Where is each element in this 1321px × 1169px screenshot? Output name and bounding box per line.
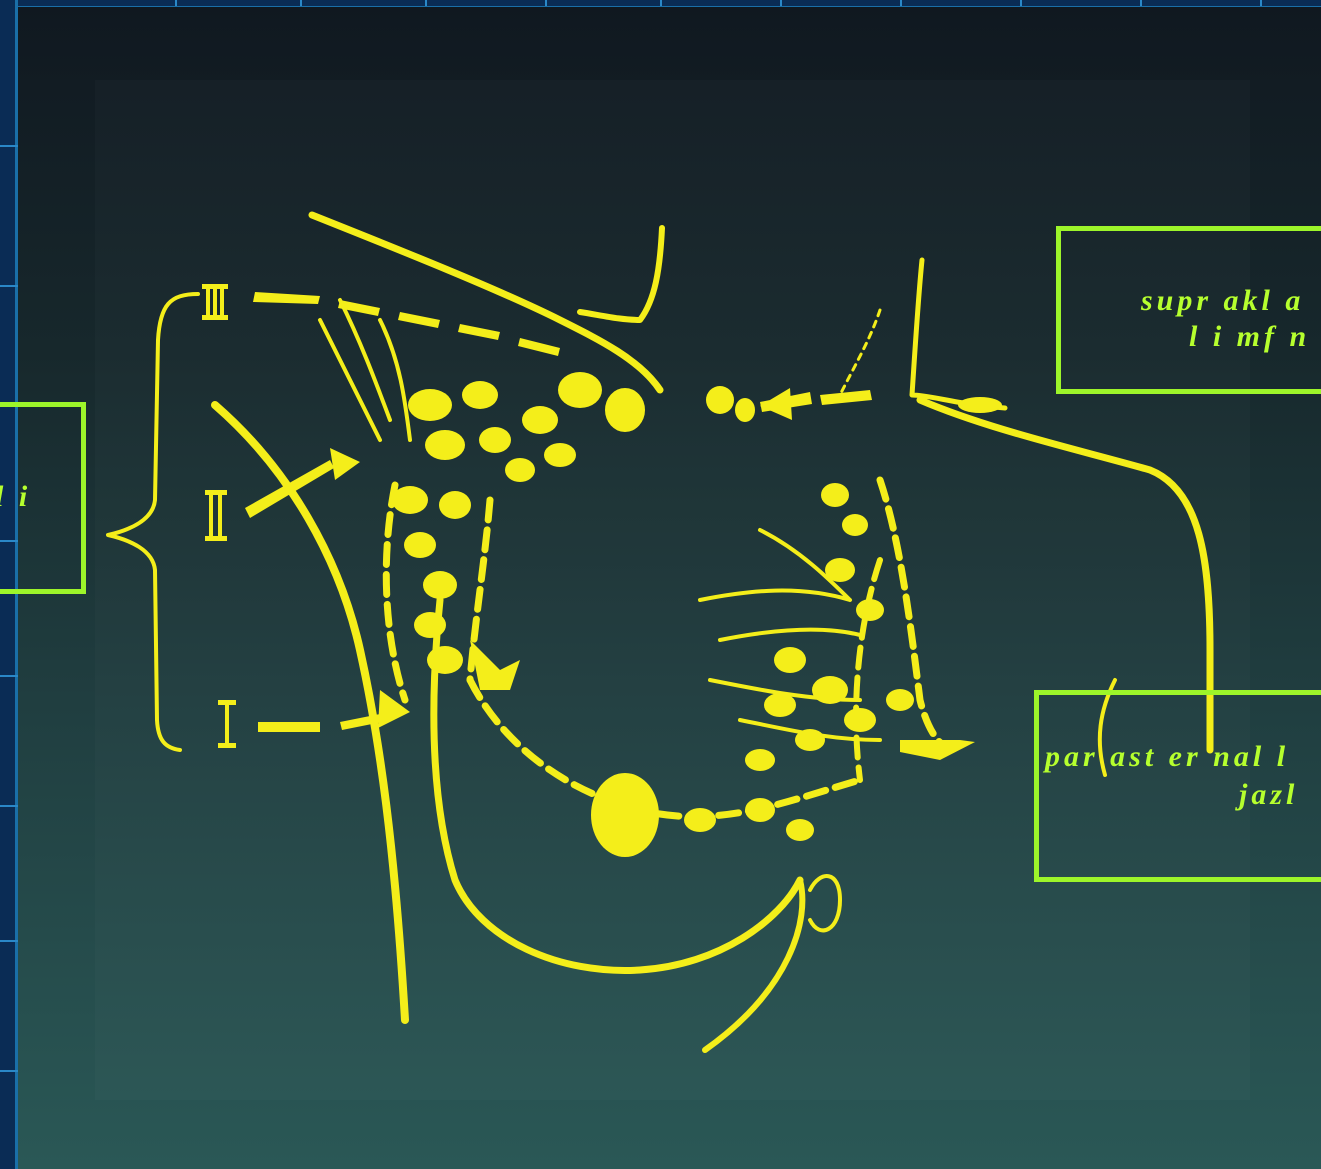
node: [745, 798, 775, 822]
arrow-level-III: [253, 292, 320, 304]
node: [795, 729, 825, 751]
node: [427, 646, 463, 674]
lymph-chain-dashed-1: [386, 485, 405, 700]
node: [404, 532, 436, 558]
level-bracket: [108, 294, 198, 750]
node: [462, 381, 498, 409]
node: [544, 443, 576, 467]
node: [825, 558, 855, 582]
lymph-chain-dashed-5: [856, 560, 880, 780]
level-marker-I: [216, 698, 238, 750]
arrow-parasternal: [900, 740, 975, 760]
level-marker-II: [203, 488, 229, 543]
node: [439, 491, 471, 519]
node: [408, 389, 452, 421]
node: [745, 749, 775, 771]
arm-contour-inner: [215, 405, 405, 1020]
parasternal-label-box: par ast er nal l jazl: [1034, 690, 1321, 882]
supraclavicular-label-box: supr akl a l i mf n: [1056, 226, 1321, 394]
node: [684, 808, 716, 832]
node: [558, 372, 602, 408]
neck-vessel: [580, 228, 662, 320]
arrow-level-I: [258, 690, 410, 732]
node: [706, 386, 734, 414]
shoulder-contour: [312, 215, 660, 390]
node: [591, 773, 659, 857]
node: [425, 430, 465, 460]
supraclavicular-label-line1: supr akl a: [1141, 283, 1304, 319]
neck-vessel-2: [912, 260, 1005, 408]
node: [886, 689, 914, 711]
supraclavicular-label-line2: l i mf n: [1189, 319, 1310, 355]
node: [812, 676, 848, 704]
node: [735, 398, 755, 422]
node: [958, 397, 1002, 413]
parasternal-label-line1: par ast er nal l: [1045, 739, 1289, 775]
node: [479, 427, 511, 453]
node: [821, 483, 849, 507]
node: [414, 612, 446, 638]
left-label-text: l i: [0, 479, 31, 515]
node: [786, 819, 814, 841]
node: [842, 514, 868, 536]
level-marker-III: [200, 282, 230, 322]
arrow-level-III-dash: [338, 300, 560, 356]
node: [844, 708, 876, 732]
arrow-lower: [470, 640, 520, 690]
node: [764, 693, 796, 717]
node: [392, 486, 428, 514]
breast-lower-contour: [705, 880, 802, 1050]
neck-line: [840, 310, 880, 395]
node: [605, 388, 645, 432]
lymph-branch-upper: [320, 300, 410, 440]
node: [505, 458, 535, 482]
node: [522, 406, 558, 434]
node: [423, 571, 457, 599]
arrow-supraclavicular: [760, 388, 872, 420]
nipple: [810, 876, 840, 930]
node: [856, 599, 884, 621]
left-label-box: l i: [0, 402, 86, 594]
parasternal-label-line2: jazl: [1239, 777, 1298, 813]
node: [774, 647, 806, 673]
